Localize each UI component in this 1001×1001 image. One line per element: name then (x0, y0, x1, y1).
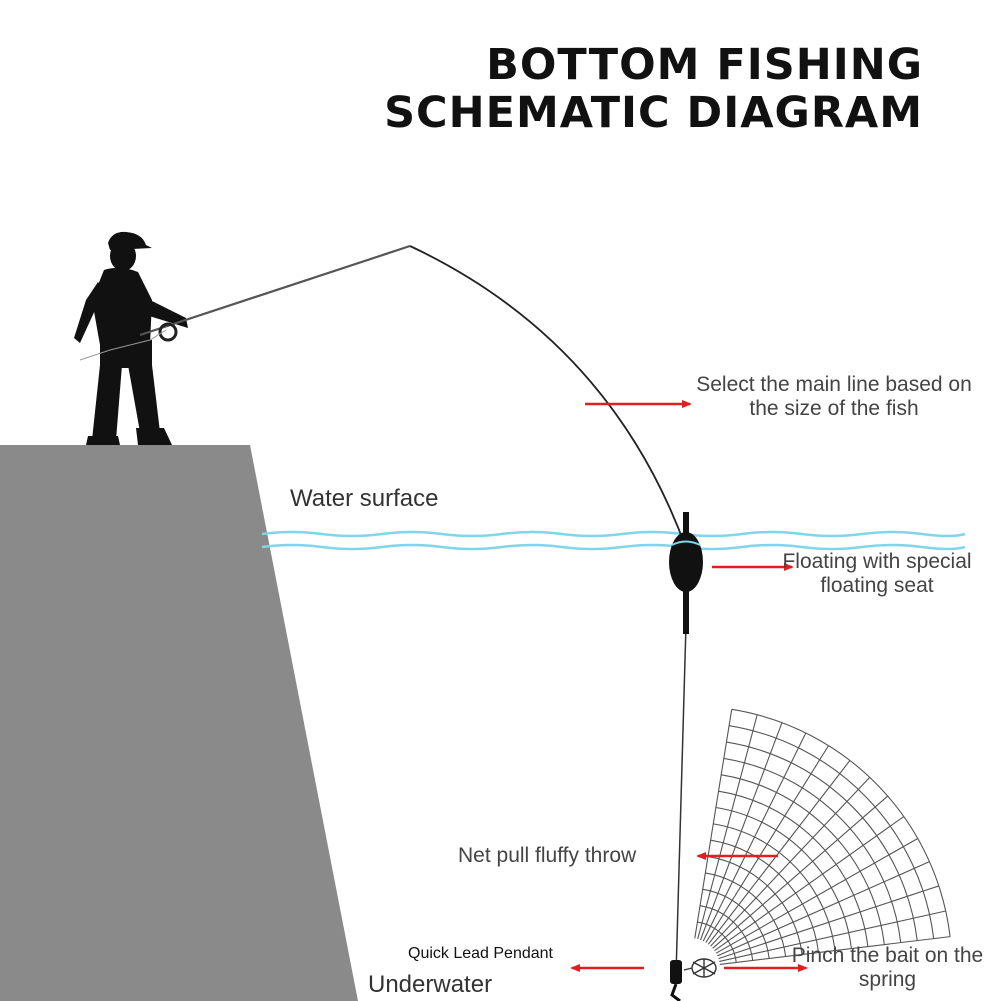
cliff-ground (0, 445, 358, 1001)
label-main-line-2: the size of the fish (749, 397, 919, 420)
net-ring (705, 872, 787, 957)
net-ring (707, 856, 803, 955)
net-ring (715, 806, 852, 949)
label-main-line-1: Select the main line based on (696, 373, 972, 396)
label-bait-1: Pinch the bait on the (791, 944, 984, 967)
diagram-title-line-1: BOTTOM FISHING (486, 40, 923, 90)
label-net: Net pull fluffy throw (458, 844, 637, 867)
label-main-line: Select the main line based on the size o… (667, 373, 1001, 421)
fishing-rod (139, 244, 411, 337)
label-lead-pendant: Quick Lead Pendant (408, 945, 553, 962)
net-ring (713, 823, 836, 951)
leader-line (675, 624, 687, 976)
label-underwater: Underwater (368, 971, 493, 998)
label-float: Floating with special floating seat (760, 550, 994, 598)
diagram-title-line-2: SCHEMATIC DIAGRAM (384, 88, 923, 138)
feeder-net (694, 708, 951, 965)
net-ring (729, 725, 935, 939)
callout-arrows (570, 400, 808, 972)
net-ring (702, 888, 770, 959)
net-ring (718, 790, 869, 947)
label-float-2: floating seat (820, 574, 934, 597)
main-line (409, 245, 687, 549)
float-icon (669, 512, 703, 634)
label-water-surface: Water surface (290, 485, 439, 512)
water-surface-waves (261, 530, 966, 551)
net-ring (710, 839, 820, 953)
lead-sinker-icon (670, 960, 682, 1001)
net-ring (723, 757, 902, 943)
label-bait-2: spring (858, 968, 917, 991)
reel-icon (158, 322, 178, 342)
label-float-1: Floating with special (782, 550, 972, 573)
net-ring (699, 905, 754, 961)
net-ring (697, 921, 737, 963)
label-bait: Pinch the bait on the spring (780, 944, 995, 992)
net-ring (721, 774, 885, 945)
bait-spring-icon (683, 958, 717, 978)
net-ring (726, 741, 918, 941)
net-ring (731, 708, 951, 937)
fisherman-silhouette (74, 231, 188, 445)
